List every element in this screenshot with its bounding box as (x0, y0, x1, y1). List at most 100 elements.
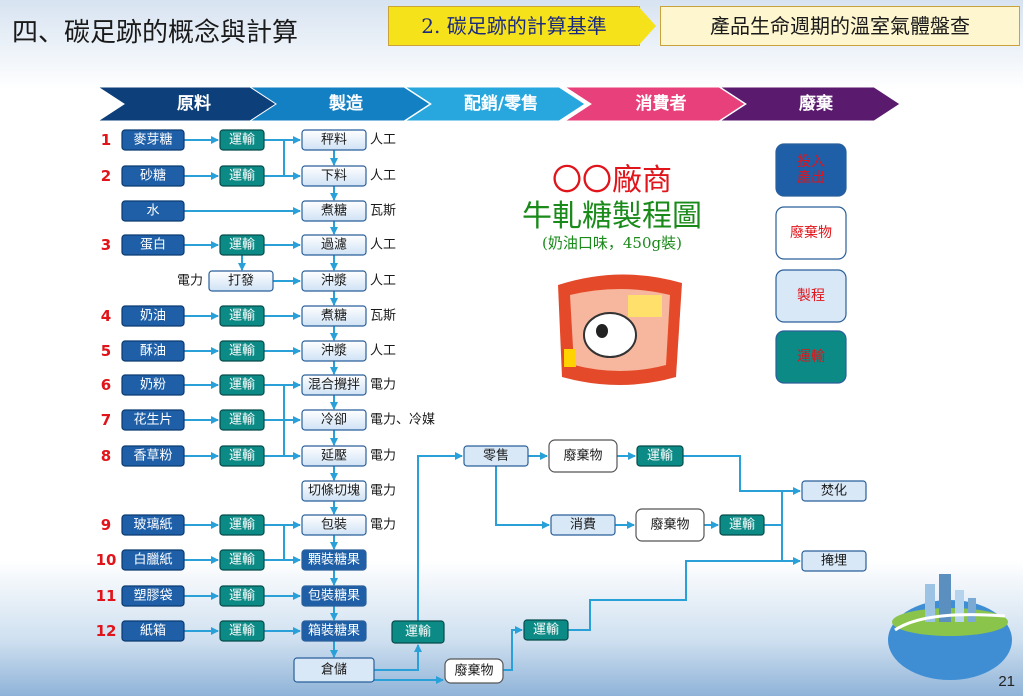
process-step-12-box (301, 514, 367, 536)
retail-box (463, 445, 529, 467)
transport-11-label: 運輸 (229, 553, 255, 568)
waste-storage-label: 廢棄物 (454, 664, 493, 679)
whip-step-box (208, 270, 274, 292)
energy-4: 人工 (370, 238, 396, 253)
process-step-13-label: 顆裝糖果 (308, 552, 360, 568)
storage: 倉儲 (293, 657, 375, 683)
material-2: 砂糖 (121, 165, 185, 187)
stage-3-chevron (403, 86, 586, 122)
candy-package-image (558, 274, 682, 385)
material-8-label: 花生片 (133, 412, 172, 428)
material-6-label: 酥油 (140, 344, 166, 359)
process-step-2: 下料 (301, 165, 367, 187)
process-step-11: 切條切塊 (301, 480, 367, 502)
tab-calculation-basis[interactable]: 2. 碳足跡的計算基準 (388, 6, 640, 46)
material-number-1: 1 (101, 131, 111, 149)
process-step-1-box (301, 129, 367, 151)
transport-6-label: 運輸 (229, 344, 255, 359)
transport-7-label: 運輸 (229, 378, 255, 393)
diagram-name: 牛軋糖製程圖 (522, 199, 702, 234)
process-step-13: 顆裝糖果 (301, 549, 367, 571)
transport-9-box (219, 445, 265, 467)
material-6-box (121, 340, 185, 362)
transport-6-box (219, 340, 265, 362)
flow-storage-transport (374, 644, 422, 671)
material-9: 香草粉 (121, 445, 185, 467)
tab-lifecycle-inventory[interactable]: 產品生命週期的溫室氣體盤查 (660, 6, 1020, 46)
transport-4: 運輸 (219, 234, 265, 256)
whip-step-label: 打發 (228, 274, 254, 289)
material-number-7: 6 (101, 376, 111, 394)
energy-6: 瓦斯 (370, 309, 396, 324)
flow-retail-consume (495, 466, 550, 529)
whip-energy: 電力 (177, 274, 203, 289)
flow-lines (184, 136, 801, 684)
incinerate-label: 焚化 (821, 484, 847, 499)
process-step-2-box (301, 165, 367, 187)
stage-band: 原料製造配銷/零售消費者廢棄 (96, 86, 901, 122)
process-step-9-box (301, 409, 367, 431)
company-name: 〇〇廠商 (552, 163, 672, 198)
process-step-11-box (301, 480, 367, 502)
energy-1: 人工 (370, 133, 396, 148)
transport-1-box (219, 129, 265, 151)
transport-6: 運輸 (219, 340, 265, 362)
process-step-12-label: 包裝 (321, 518, 347, 533)
stage-4-label: 消費者 (636, 93, 687, 114)
material-number-4: 3 (101, 236, 111, 254)
stage-4-chevron (563, 86, 746, 122)
transport-4-box (219, 234, 265, 256)
flow-t6-merge (264, 384, 285, 456)
material-13-box (121, 620, 185, 642)
landfill-box (801, 550, 867, 572)
transport-retail-waste-box (636, 445, 684, 467)
legend-transport-box (775, 330, 847, 384)
energy-2: 人工 (370, 169, 396, 184)
transport-12-label: 運輸 (229, 589, 255, 604)
transport-retail-waste-label: 運輸 (647, 449, 673, 464)
stage-2-chevron (248, 86, 431, 122)
waste-storage: 廢棄物 (444, 658, 504, 684)
stage-5-label: 廢棄 (799, 93, 834, 114)
waste-retail: 廢棄物 (548, 439, 618, 473)
transport-distribution-box (391, 620, 445, 644)
transport-11-box (219, 549, 265, 571)
stage-3-label: 配銷/零售 (464, 93, 538, 114)
material-number-6: 5 (101, 342, 111, 360)
legend-waste-box (775, 206, 847, 260)
material-7-label: 奶粉 (140, 378, 166, 393)
transport-13-label: 運輸 (229, 624, 255, 639)
transport-2-label: 運輸 (229, 169, 255, 184)
process-step-10-box (301, 445, 367, 467)
transport-4-label: 運輸 (229, 238, 255, 253)
material-1: 麥芽糖 (121, 129, 185, 151)
waste-storage-box (444, 658, 504, 684)
storage-label: 倉儲 (321, 663, 347, 678)
process-step-7-box (301, 340, 367, 362)
material-12: 塑膠袋 (121, 585, 185, 607)
stage-2-label: 製造 (328, 93, 364, 114)
flow-to-retail (417, 452, 463, 621)
transport-10: 運輸 (219, 514, 265, 536)
transport-10-label: 運輸 (229, 518, 255, 533)
transport-7: 運輸 (219, 374, 265, 396)
material-11-label: 白臘紙 (133, 552, 172, 568)
material-4-label: 蛋白 (140, 237, 166, 253)
legend-waste-label-1: 廢棄物 (790, 224, 832, 241)
process-step-5-box (301, 270, 367, 292)
transport-consumer-waste-box (719, 514, 765, 536)
transport-distribution-label: 運輸 (405, 625, 431, 640)
slide-header: 四、碳足跡的概念與計算 2. 碳足跡的計算基準 產品生命週期的溫室氣體盤查 (0, 0, 1023, 62)
process-step-6-label: 煮糖 (321, 308, 347, 324)
transport-12: 運輸 (219, 585, 265, 607)
process-step-9: 冷卻 (301, 409, 367, 431)
energy-8: 電力 (370, 378, 396, 393)
transport-7-box (219, 374, 265, 396)
process-step-12: 包裝 (301, 514, 367, 536)
process-step-13-box (301, 549, 367, 571)
legend-transport: 運輸 (775, 330, 847, 384)
transport-5-box (219, 305, 265, 327)
